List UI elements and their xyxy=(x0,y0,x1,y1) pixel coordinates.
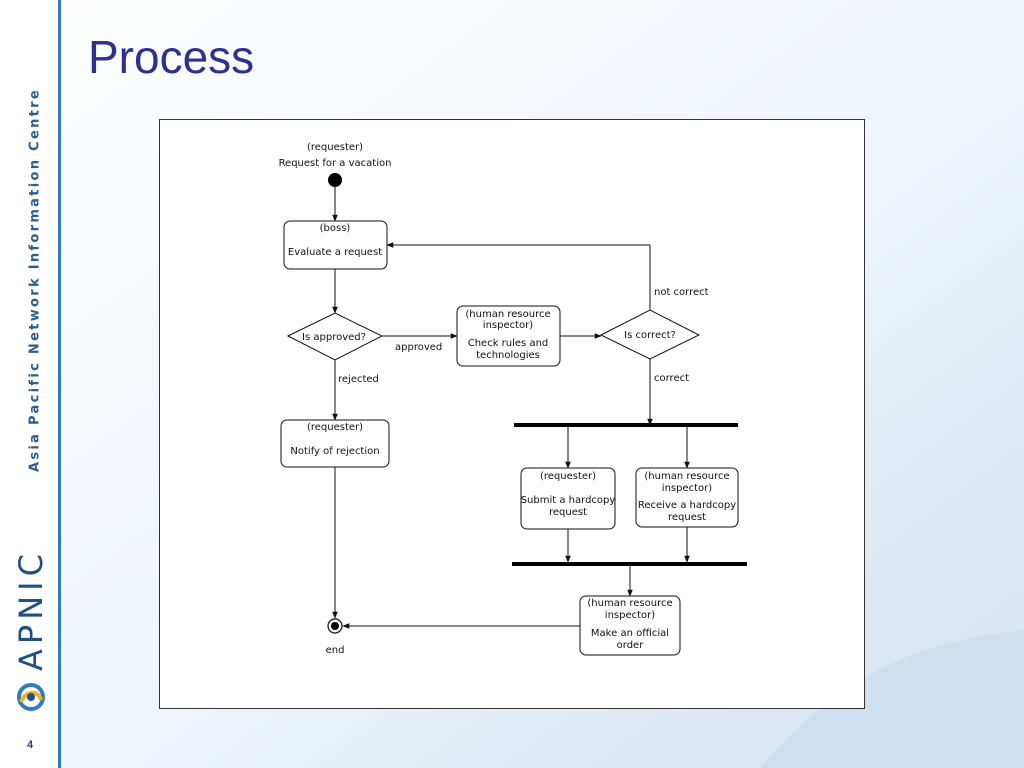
check-role-line1: (human resource xyxy=(465,309,550,320)
start-node xyxy=(328,173,342,187)
receive-role-line1: (human resource xyxy=(644,471,729,482)
is-correct-decision xyxy=(599,309,701,360)
check-role-line2: inspector) xyxy=(483,320,533,331)
join-bar xyxy=(512,562,747,566)
receive-role-line2: inspector) xyxy=(662,483,712,494)
start-label: Request for a vacation xyxy=(279,158,392,169)
end-node-inner xyxy=(331,622,339,630)
slide-title: Process xyxy=(88,31,255,83)
order-role-line1: (human resource xyxy=(587,598,672,609)
apnic-swirl-icon xyxy=(17,683,45,711)
check-label-line2: technologies xyxy=(476,350,540,361)
evaluate-label: Evaluate a request xyxy=(288,247,382,258)
rejected-label: rejected xyxy=(338,374,379,385)
apnic-logo-text: APNIC xyxy=(12,549,50,671)
org-name-vertical: Asia Pacific Network Information Centre xyxy=(27,88,43,472)
order-label-line2: order xyxy=(617,640,645,651)
activity-diagram: (requester) Request for a vacation (boss… xyxy=(159,119,865,709)
left-sidebar: Asia Pacific Network Information Centre … xyxy=(0,0,61,768)
end-label: end xyxy=(326,645,345,656)
notify-label: Notify of rejection xyxy=(290,446,379,457)
evaluate-role: (boss) xyxy=(320,223,351,234)
fork-bar xyxy=(514,423,738,427)
correct-label: correct xyxy=(654,373,689,384)
notify-role: (requester) xyxy=(307,422,363,433)
submit-role: (requester) xyxy=(540,471,596,482)
receive-label-line2: request xyxy=(668,512,706,523)
order-label-line1: Make an official xyxy=(591,628,669,639)
submit-label-line2: request xyxy=(549,507,587,518)
not-correct-label: not correct xyxy=(654,287,709,298)
approved-label: approved xyxy=(395,342,442,353)
order-role-line2: inspector) xyxy=(605,610,655,621)
edge-not-correct xyxy=(386,242,651,310)
page-number: 4 xyxy=(27,739,34,751)
check-label-line1: Check rules and xyxy=(468,338,549,349)
receive-label-line1: Receive a hardcopy xyxy=(638,500,736,511)
is-approved-label: Is approved? xyxy=(302,332,366,343)
is-correct-label: Is correct? xyxy=(624,330,676,341)
start-role-label: (requester) xyxy=(307,142,363,153)
submit-label-line1: Submit a hardcopy xyxy=(521,495,616,506)
